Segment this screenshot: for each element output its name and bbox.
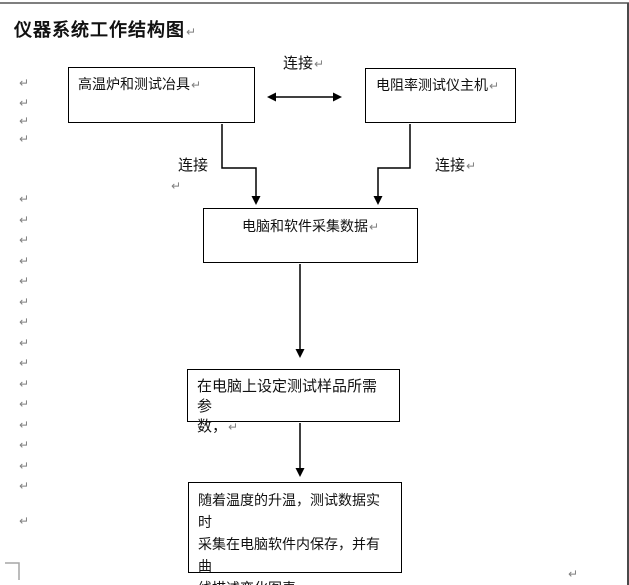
furnace-to-computer-arrow[interactable] bbox=[221, 124, 261, 205]
page-top-edge bbox=[0, 2, 629, 4]
tester-host-box-label: 电阻率测试仪主机 bbox=[376, 77, 488, 93]
paragraph-return-icon: ↵ bbox=[191, 78, 202, 92]
page-right-edge bbox=[627, 3, 629, 585]
flowchart-box-tester-host[interactable]: 电阻率测试仪主机↵ bbox=[365, 68, 516, 123]
paragraph-mark: ↵ bbox=[19, 479, 30, 493]
realtime-save-line-2: 采集在电脑软件内保存，并有曲 bbox=[198, 536, 380, 574]
params-to-result-arrow[interactable] bbox=[295, 423, 305, 477]
paragraph-mark: ↵ bbox=[19, 254, 30, 268]
paragraph-mark: ↵ bbox=[19, 315, 30, 329]
realtime-save-line-1: 随着温度的升温，测试数据实时 bbox=[198, 492, 380, 530]
paragraph-mark: ↵ bbox=[19, 132, 30, 146]
paragraph-return-icon: ↵ bbox=[171, 179, 182, 193]
paragraph-return-icon: ↵ bbox=[186, 25, 197, 39]
paragraph-return-icon: ↵ bbox=[314, 57, 325, 71]
paragraph-mark: ↵ bbox=[19, 213, 30, 227]
paragraph-mark: ↵ bbox=[19, 514, 30, 528]
connect-label-top[interactable]: 连接↵ bbox=[283, 55, 325, 72]
connect-label-left[interactable]: 连接 bbox=[178, 157, 209, 174]
paragraph-mark: ↵ bbox=[19, 274, 30, 288]
paragraph-mark: ↵ bbox=[19, 356, 30, 370]
flowchart-box-realtime-save[interactable]: 随着温度的升温，测试数据实时 采集在电脑软件内保存，并有曲 线描述变化图表↵ bbox=[188, 482, 402, 585]
paragraph-mark: ↵ bbox=[19, 295, 30, 309]
paragraph-mark: ↵ bbox=[19, 438, 30, 452]
paragraph-mark: ↵ bbox=[19, 76, 30, 90]
double-arrow-connector[interactable] bbox=[267, 92, 342, 102]
paragraph-mark: ↵ bbox=[19, 418, 30, 432]
paragraph-mark: ↵ bbox=[19, 377, 30, 391]
paragraph-mark: ↵ bbox=[19, 459, 30, 473]
furnace-box-label: 高温炉和测试冶具 bbox=[78, 76, 190, 92]
paragraph-mark: ↵ bbox=[19, 233, 30, 247]
paragraph-return-icon: ↵ bbox=[466, 159, 477, 173]
paragraph-mark: ↵ bbox=[19, 192, 30, 206]
paragraph-mark: ↵ bbox=[19, 397, 30, 411]
paragraph-return-icon: ↵ bbox=[568, 567, 579, 581]
flowchart-box-furnace[interactable]: 高温炉和测试冶具↵ bbox=[68, 67, 255, 123]
paragraph-return-icon: ↵ bbox=[228, 420, 239, 434]
computer-software-box-label: 电脑和软件采集数据 bbox=[241, 218, 368, 234]
connect-label-right[interactable]: 连接↵ bbox=[435, 157, 477, 174]
host-to-computer-arrow[interactable] bbox=[373, 124, 411, 205]
page-title: 仪器系统工作结构图↵ bbox=[14, 16, 196, 42]
realtime-save-line-3: 线描述变化图表↵ bbox=[198, 577, 392, 585]
paragraph-return-icon: ↵ bbox=[297, 582, 307, 585]
page-title-text: 仪器系统工作结构图 bbox=[14, 20, 185, 40]
set-params-line-1: 在电脑上设定测试样品所需参 bbox=[197, 378, 378, 415]
flowchart-box-set-params[interactable]: 在电脑上设定测试样品所需参 数，↵ bbox=[187, 369, 400, 435]
paragraph-mark: ↵ bbox=[19, 96, 30, 110]
margin-corner-mark bbox=[5, 562, 20, 580]
paragraph-return-icon: ↵ bbox=[368, 220, 380, 234]
paragraph-return-icon: ↵ bbox=[489, 79, 500, 93]
flowchart-box-computer-software[interactable]: 电脑和软件采集数据↵ bbox=[203, 208, 418, 263]
paragraph-mark: ↵ bbox=[19, 336, 30, 350]
computer-to-params-arrow[interactable] bbox=[295, 264, 305, 358]
paragraph-mark: ↵ bbox=[19, 114, 30, 128]
set-params-line-2: 数，↵ bbox=[197, 418, 239, 435]
